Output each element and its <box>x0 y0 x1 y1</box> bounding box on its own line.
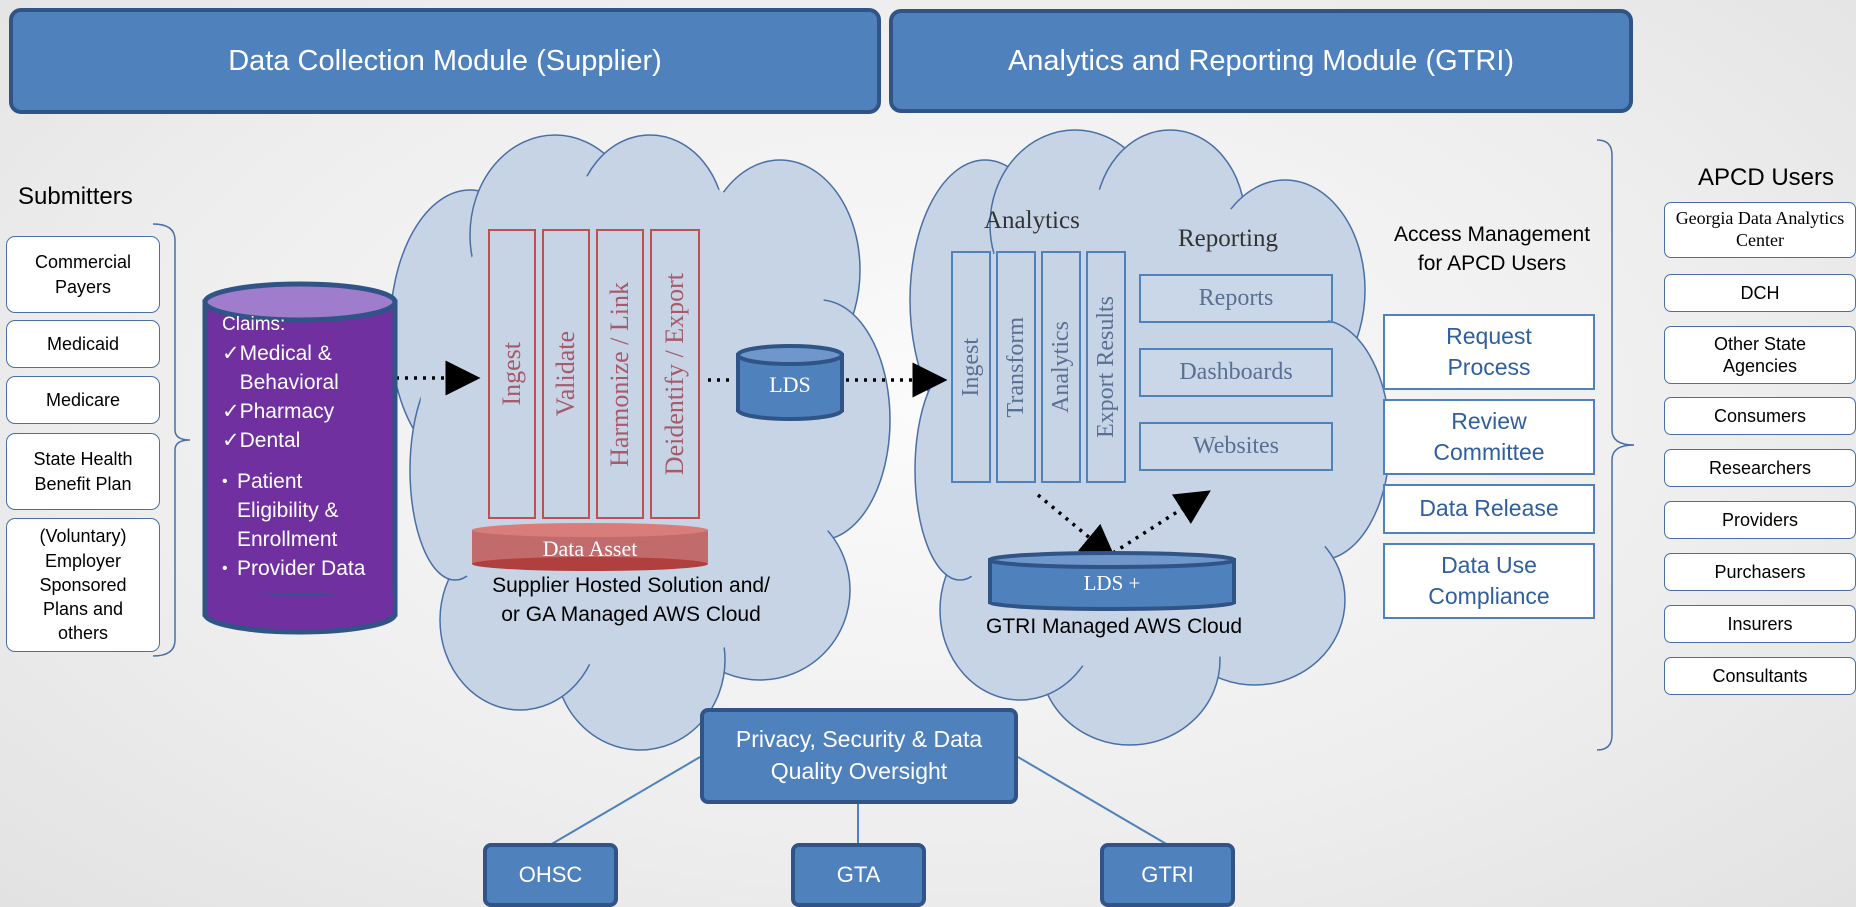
claims-item-dental: Dental <box>239 429 301 452</box>
analytics-step-export-results: Export Results <box>1086 251 1126 483</box>
arrow-analytics-to-ldsplus <box>1036 493 1117 560</box>
claims-checked-list: ✓Medical & Behavioral ✓Pharmacy ✓Dental <box>222 339 392 455</box>
bullet-icon: • <box>222 560 228 577</box>
claims-bullet-list: • Patient Eligibility & Enrollment • Provi… <box>222 467 392 583</box>
supplier-step-deidentify: Deidentify / Export <box>650 229 700 519</box>
submitters-heading: Submitters <box>18 183 133 210</box>
gtri-cloud-caption: GTRI Managed AWS Cloud <box>986 615 1242 638</box>
lds-plus-cylinder <box>988 551 1236 611</box>
user-providers: Providers <box>1664 501 1856 539</box>
reporting-reports: Reports <box>1139 274 1333 323</box>
oversight-member-gtri: GTRI <box>1100 843 1235 907</box>
reporting-websites: Websites <box>1139 422 1333 471</box>
oversight-connector-gtri <box>1017 756 1169 846</box>
oversight-member-ohsc: OHSC <box>483 843 618 907</box>
bullet-icon: • <box>222 473 228 490</box>
data-asset-cylinder <box>472 523 708 571</box>
user-consultants: Consultants <box>1664 657 1856 695</box>
analytics-reporting-module-banner: Analytics and Reporting Module (GTRI) <box>889 9 1633 113</box>
reporting-dashboards: Dashboards <box>1139 348 1333 397</box>
supplier-step-ingest: Ingest <box>488 229 536 519</box>
claims-content: Claims: ✓Medical & Behavioral ✓Pharmacy … <box>222 310 392 583</box>
user-georgia-data-analytics-center: Georgia Data Analytics Center <box>1664 202 1856 258</box>
analytics-heading: Analytics <box>984 207 1080 234</box>
access-request-process: Request Process <box>1383 314 1595 390</box>
analytics-step-transform: Transform <box>996 251 1036 483</box>
user-insurers: Insurers <box>1664 605 1856 643</box>
reporting-heading: Reporting <box>1178 225 1278 252</box>
submitter-voluntary-employer-plans: (Voluntary) Employer Sponsored Plans and… <box>6 518 160 652</box>
claims-item-provider-data: Provider Data <box>237 557 366 580</box>
access-data-release: Data Release <box>1383 484 1595 534</box>
submitter-medicaid: Medicaid <box>6 320 160 368</box>
claims-item-eligibility: Patient Eligibility & Enrollment <box>237 470 339 551</box>
privacy-security-oversight-box: Privacy, Security & Data Quality Oversig… <box>700 708 1018 804</box>
analytics-step-analytics: Analytics <box>1041 251 1081 483</box>
apcd-users-brace <box>1596 139 1635 751</box>
lds-plus-label: LDS + <box>1083 571 1141 595</box>
supplier-step-validate: Validate <box>542 229 590 519</box>
checkmark-icon: ✓ <box>222 429 240 452</box>
user-consumers: Consumers <box>1664 397 1856 435</box>
supplier-cloud-caption: Supplier Hosted Solution and/ or GA Mana… <box>492 574 770 627</box>
lds-cylinder <box>736 344 844 421</box>
oversight-member-gta: GTA <box>791 843 926 907</box>
claims-title: Claims: <box>222 314 286 335</box>
user-other-state-agencies: Other State Agencies <box>1664 326 1856 384</box>
data-collection-module-banner: Data Collection Module (Supplier) <box>9 8 881 114</box>
apcd-users-heading: APCD Users <box>1698 164 1835 191</box>
submitter-medicare: Medicare <box>6 376 160 424</box>
checkmark-icon: ✓ <box>222 342 240 365</box>
access-management-heading: Access Management for APCD Users <box>1393 223 1591 276</box>
user-purchasers: Purchasers <box>1664 553 1856 591</box>
access-review-committee: Review Committee <box>1383 399 1595 475</box>
data-asset-label: Data Asset <box>542 536 638 561</box>
submitter-state-health-benefit-plan: State Health Benefit Plan <box>6 433 160 510</box>
analytics-step-ingest: Ingest <box>951 251 991 483</box>
submitter-commercial-payers: Commercial Payers <box>6 236 160 313</box>
submitters-bracket <box>152 223 191 657</box>
supplier-step-harmonize: Harmonize / Link <box>596 229 644 519</box>
lds-label: LDS <box>769 372 811 397</box>
claims-cylinder <box>202 281 398 635</box>
oversight-connector-ohsc <box>549 756 701 846</box>
access-data-use-compliance: Data Use Compliance <box>1383 543 1595 619</box>
claims-item-pharmacy: Pharmacy <box>239 400 335 423</box>
checkmark-icon: ✓ <box>222 400 240 423</box>
user-dch: DCH <box>1664 274 1856 312</box>
claims-item-medical: Medical & Behavioral <box>239 342 339 394</box>
user-researchers: Researchers <box>1664 449 1856 487</box>
